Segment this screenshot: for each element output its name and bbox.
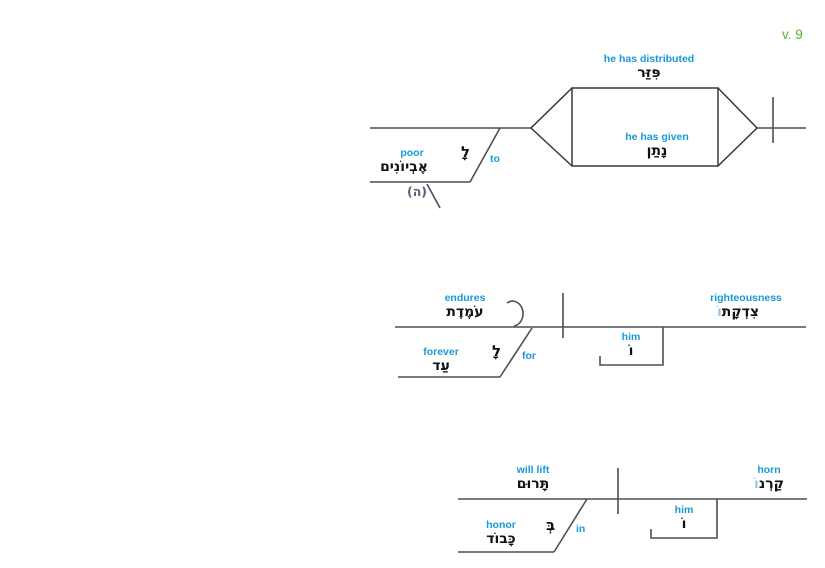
c3-object-hebrew: כָּבוֹד — [486, 531, 516, 547]
c1-implied-article: (ה) — [406, 184, 428, 199]
c2-subject-hebrew: צִדְקָתוֹ — [717, 304, 759, 320]
c3-verb-word: will lift תָּרוּם — [517, 464, 550, 492]
c2-subject-word: righteousness צִדְקָתוֹ — [694, 292, 782, 320]
c3-subject-gloss: horn — [757, 464, 781, 476]
c3-suffix-pronoun-word: him וֹ — [675, 504, 694, 532]
c1-verb1-word: he has distributed פִּזַּר — [604, 53, 694, 81]
c3-prep-gloss: in — [576, 523, 586, 535]
c2-suffix-pronoun-word: him וֹ — [622, 331, 641, 359]
c2-subject-gloss: righteousness — [710, 292, 782, 304]
c2-suffix-pronoun-hebrew: וֹ — [628, 343, 634, 359]
c3-subject-hebrew: קַרְנוֹ — [754, 476, 784, 492]
c2-verb-word: endures עֹמֶדֶת — [445, 292, 486, 320]
c2-subject-stem: צִדְקָת — [721, 304, 760, 320]
c3-suffix-pronoun-gloss: him — [674, 504, 694, 516]
c3-subject-suffix: וֹ — [754, 476, 759, 492]
c1-object-hebrew: אֶבְיוֹנִים — [380, 159, 428, 175]
c2-prep-gloss: for — [522, 350, 536, 362]
c3-prep-hebrew: בְּ — [546, 516, 556, 534]
c2-subject-suffix: וֹ — [716, 304, 722, 320]
c1-object-word: poor אֶבְיוֹנִים — [380, 147, 428, 175]
c3-subject-stem: קַרְנ — [758, 476, 784, 492]
c2-object-word: forever עַד — [423, 346, 459, 374]
c3-object-word: honor כָּבוֹד — [486, 519, 516, 547]
c3-subject-word: horn קַרְנוֹ — [754, 464, 784, 492]
c1-verb1-hebrew: פִּזַּר — [637, 65, 661, 81]
c3-verb-hebrew: תָּרוּם — [516, 476, 550, 492]
c1-verb-box-right-point — [717, 87, 759, 167]
c1-verb2-word: he has given נָתַן — [625, 131, 689, 159]
c2-verb-hebrew: עֹמֶדֶת — [446, 304, 484, 320]
c3-suffix-pronoun-hebrew: וֹ — [681, 516, 687, 532]
c3-verb-gloss: will lift — [516, 464, 550, 476]
c1-prep-hebrew: לָ — [461, 143, 471, 161]
c3-object-gloss: honor — [486, 519, 516, 531]
c2-object-hebrew: עַד — [432, 358, 450, 374]
c1-verb2-gloss: he has given — [625, 131, 689, 143]
c2-participle-arc — [506, 300, 524, 327]
c2-suffix-pronoun-gloss: him — [621, 331, 641, 343]
c2-prep-hebrew: לָ — [492, 342, 502, 360]
c1-verb2-hebrew: נָתַן — [646, 143, 668, 159]
c2-object-gloss: forever — [423, 346, 459, 358]
c1-verb-box-left-point — [529, 87, 573, 167]
c1-article-slash — [426, 183, 441, 209]
c1-prep-gloss: to — [490, 153, 500, 165]
c2-verb-gloss: endures — [444, 292, 486, 304]
verse-label: v. 9 — [782, 27, 803, 42]
c1-verb1-gloss: he has distributed — [603, 53, 695, 65]
c1-object-gloss: poor — [400, 147, 424, 159]
